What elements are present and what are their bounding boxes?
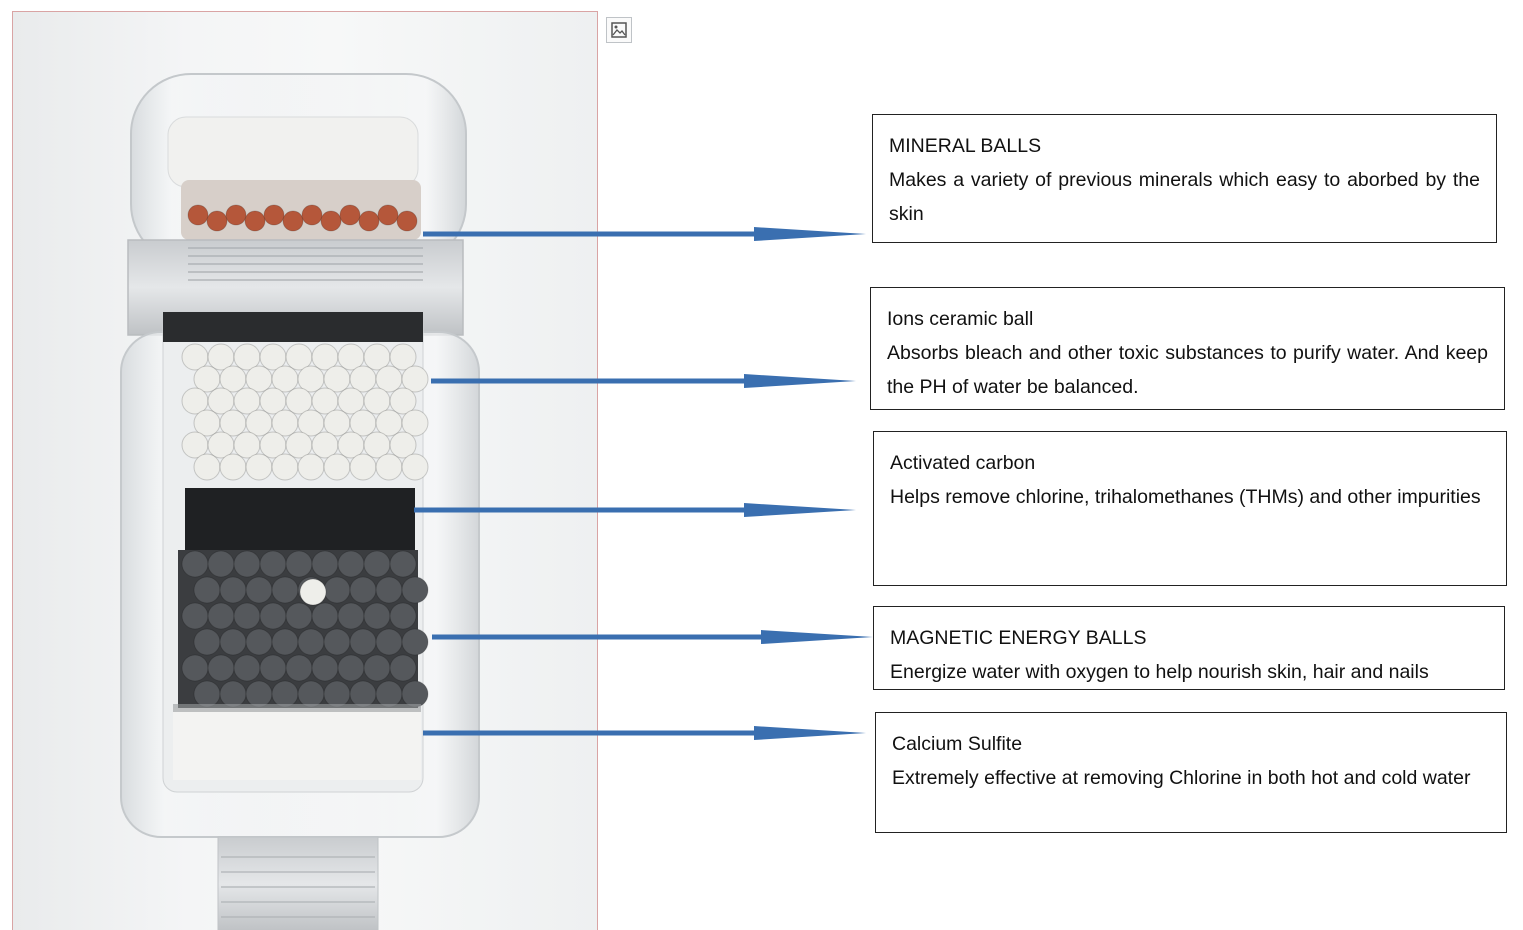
ceramic-ball xyxy=(389,431,417,459)
ceramic-ball xyxy=(401,409,429,437)
calcium-sulfite-layer xyxy=(173,708,421,780)
callout-mineral-balls: MINERAL BALLS Makes a variety of previou… xyxy=(872,114,1497,243)
bottom-outlet xyxy=(217,836,379,930)
magnetic-ball xyxy=(389,550,417,578)
callout-description: Makes a variety of previous minerals whi… xyxy=(889,169,1480,225)
callout-description: Absorbs bleach and other toxic substance… xyxy=(887,342,1488,398)
callout-ions-ceramic-ball: Ions ceramic ball Absorbs bleach and oth… xyxy=(870,287,1505,410)
callout-description: Energize water with oxygen to help nouri… xyxy=(890,661,1429,683)
ceramic-ball xyxy=(389,343,417,371)
magnetic-ball xyxy=(401,576,429,604)
mineral-ball xyxy=(396,210,418,232)
ceramic-ball xyxy=(401,365,429,393)
arrow-head xyxy=(744,503,856,517)
callout-title: Calcium Sulfite xyxy=(892,733,1023,755)
broken-image-icon xyxy=(606,17,632,43)
callout-title: MAGNETIC ENERGY BALLS xyxy=(890,627,1147,649)
ceramic-ball-layer xyxy=(181,343,429,481)
arrow-head xyxy=(744,374,856,388)
callout-activated-carbon: Activated carbon Helps remove chlorine, … xyxy=(873,431,1507,586)
mineral-ball xyxy=(244,210,266,232)
mineral-ball xyxy=(320,210,342,232)
callout-title: MINERAL BALLS xyxy=(889,135,1042,157)
callout-calcium-sulfite: Calcium Sulfite Extremely effective at r… xyxy=(875,712,1507,833)
mineral-ball xyxy=(339,204,361,226)
ceramic-ball xyxy=(389,387,417,415)
mineral-ball xyxy=(187,204,209,226)
ceramic-ball xyxy=(299,578,327,606)
magnetic-ball-layer xyxy=(181,550,429,708)
mineral-ball xyxy=(301,204,323,226)
magnetic-ball xyxy=(389,602,417,630)
callout-title: Ions ceramic ball xyxy=(887,308,1034,330)
mineral-ball xyxy=(206,210,228,232)
callout-title: Activated carbon xyxy=(890,452,1036,474)
mineral-ball xyxy=(263,204,285,226)
filter-cartridge-illustration xyxy=(120,73,480,930)
activated-carbon-block xyxy=(185,488,415,550)
arrow-head xyxy=(754,726,866,740)
magnetic-ball xyxy=(401,628,429,656)
callout-description: Helps remove chlorine, trihalomethanes (… xyxy=(890,486,1481,508)
filter-cartridge-photo xyxy=(12,11,598,930)
magnetic-ball xyxy=(389,654,417,682)
callout-description: Extremely effective at removing Chlorine… xyxy=(892,767,1471,789)
mineral-ball xyxy=(358,210,380,232)
mineral-ball xyxy=(377,204,399,226)
mineral-ball xyxy=(225,204,247,226)
arrow-head xyxy=(761,630,873,644)
ceramic-ball xyxy=(401,453,429,481)
callout-magnetic-energy-balls: MAGNETIC ENERGY BALLS Energize water wit… xyxy=(873,606,1505,690)
mineral-ball xyxy=(282,210,304,232)
arrow-head xyxy=(754,227,866,241)
